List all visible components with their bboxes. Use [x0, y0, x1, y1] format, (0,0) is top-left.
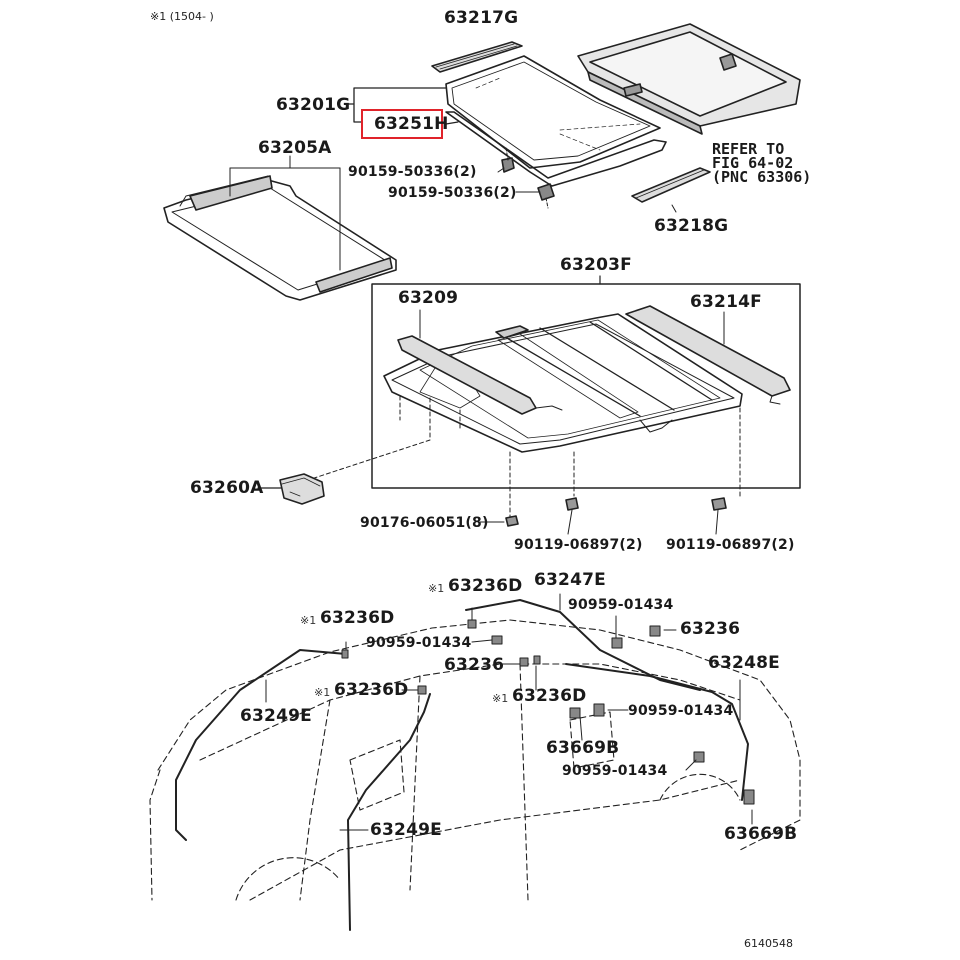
part-label-63214F[interactable]: 63214F	[690, 292, 762, 312]
part-label-63260A[interactable]: 63260A	[190, 478, 264, 498]
sunshade-panel	[577, 23, 801, 135]
part-label-63205A[interactable]: 63205A	[258, 138, 332, 158]
part-label-63217G[interactable]: 63217G	[444, 8, 519, 28]
part-label-63209[interactable]: 63209	[398, 288, 459, 308]
part-label-63669B-a[interactable]: 63669B	[546, 738, 620, 758]
part-label-clip-01434-d[interactable]: 90959-01434	[562, 763, 668, 779]
housing-box-63203F	[371, 283, 801, 489]
mark-left: ※1	[300, 614, 317, 627]
part-label-63218G[interactable]: 63218G	[654, 216, 729, 236]
part-label-63669B-b[interactable]: 63669B	[724, 824, 798, 844]
deflector-strip-63218G	[631, 167, 711, 213]
drain-frame-63205A	[163, 155, 397, 301]
deflector-strip-63217G	[431, 41, 523, 73]
part-label-screw-90119-b[interactable]: 90119-06897(2)	[666, 537, 795, 553]
part-label-63236-mid[interactable]: 63236	[444, 655, 505, 675]
part-label-63248E[interactable]: 63248E	[708, 653, 780, 673]
part-label-clip-01434-b[interactable]: 90959-01434	[366, 635, 472, 651]
motor-63260A	[257, 473, 325, 505]
figure-code: 6140548	[744, 937, 793, 950]
part-label-63249E-b[interactable]: 63249E	[370, 820, 442, 840]
part-label-63236-right[interactable]: 63236	[680, 619, 741, 639]
mark-left2: ※1	[314, 686, 331, 699]
leader-lines-housing	[295, 395, 741, 519]
leader-lines-vehicle	[265, 593, 753, 831]
part-label-clip-01434-c[interactable]: 90959-01434	[628, 703, 734, 719]
part-label-63236D-top[interactable]: 63236D	[448, 576, 523, 596]
part-label-63236D-left[interactable]: 63236D	[320, 608, 395, 628]
mark-mid: ※1	[492, 692, 509, 705]
part-label-screw-90119-a[interactable]: 90119-06897(2)	[514, 537, 643, 553]
part-label-screw-90176[interactable]: 90176-06051(8)	[360, 515, 489, 531]
screws-housing	[479, 497, 727, 535]
part-label-bolt-b[interactable]: 90159-50336(2)	[388, 185, 517, 201]
wind-deflector-63209	[397, 309, 563, 415]
sunroof-glass-63201G	[445, 55, 661, 169]
part-label-clip-01434-a[interactable]: 90959-01434	[568, 597, 674, 613]
glass-seal-63251H	[445, 111, 667, 187]
bolt-90159-50336	[497, 147, 555, 209]
header-note: ※1 (1504- )	[150, 10, 214, 23]
vehicle-body	[149, 619, 801, 901]
part-label-63247E[interactable]: 63247E	[534, 570, 606, 590]
part-label-63203F[interactable]: 63203F	[560, 255, 632, 275]
refer-line-1: REFER TO	[712, 140, 785, 158]
part-label-63236D-left2[interactable]: 63236D	[334, 680, 409, 700]
part-label-63236D-mid[interactable]: 63236D	[512, 686, 587, 706]
part-label-63201G[interactable]: 63201G	[276, 95, 351, 115]
bracket-63201G	[345, 87, 447, 123]
highlight-box	[361, 109, 443, 139]
refer-line-2: FIG 64-02	[712, 154, 794, 172]
part-label-63251H[interactable]: 63251H	[374, 114, 449, 134]
refer-note: REFER TO FIG 64-02 (PNC 63306)	[712, 140, 812, 186]
part-label-bolt-a[interactable]: 90159-50336(2)	[348, 164, 477, 180]
rear-rail-63214F	[625, 305, 791, 405]
refer-line-3: (PNC 63306)	[712, 168, 812, 186]
part-label-63249E-a[interactable]: 63249E	[240, 706, 312, 726]
mark-top: ※1	[428, 582, 445, 595]
drain-hoses	[175, 599, 749, 931]
